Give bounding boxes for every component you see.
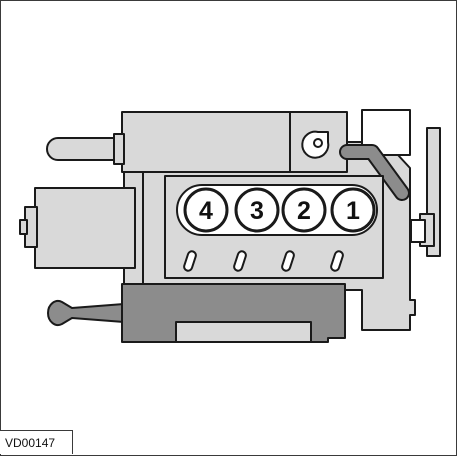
cylinder-3-number: 3 (250, 197, 264, 225)
spark-plug-3 (233, 250, 247, 272)
left-shaft-stub (19, 219, 28, 235)
cylinder-3: 3 (234, 187, 280, 233)
cylinder-2: 2 (281, 187, 327, 233)
cylinder-1-number: 1 (346, 197, 360, 225)
dipstick-handle (47, 300, 125, 326)
spark-plug-2 (281, 250, 295, 272)
figure-code: VD00147 (0, 430, 73, 454)
crank-nose (410, 219, 426, 243)
cylinder-2-number: 2 (297, 197, 311, 225)
sump-drain-plate (175, 321, 312, 343)
spark-plug-1 (330, 250, 344, 272)
spark-plug-4 (183, 250, 197, 272)
cylinder-4-number: 4 (199, 197, 213, 225)
left-end-cover (34, 187, 136, 269)
breather-hose-fill (341, 146, 408, 199)
intake-collar (113, 133, 125, 165)
intake-tube (46, 137, 115, 161)
distributor-center (313, 138, 323, 148)
cylinder-1: 1 (330, 187, 376, 233)
cylinder-4: 4 (183, 187, 229, 233)
